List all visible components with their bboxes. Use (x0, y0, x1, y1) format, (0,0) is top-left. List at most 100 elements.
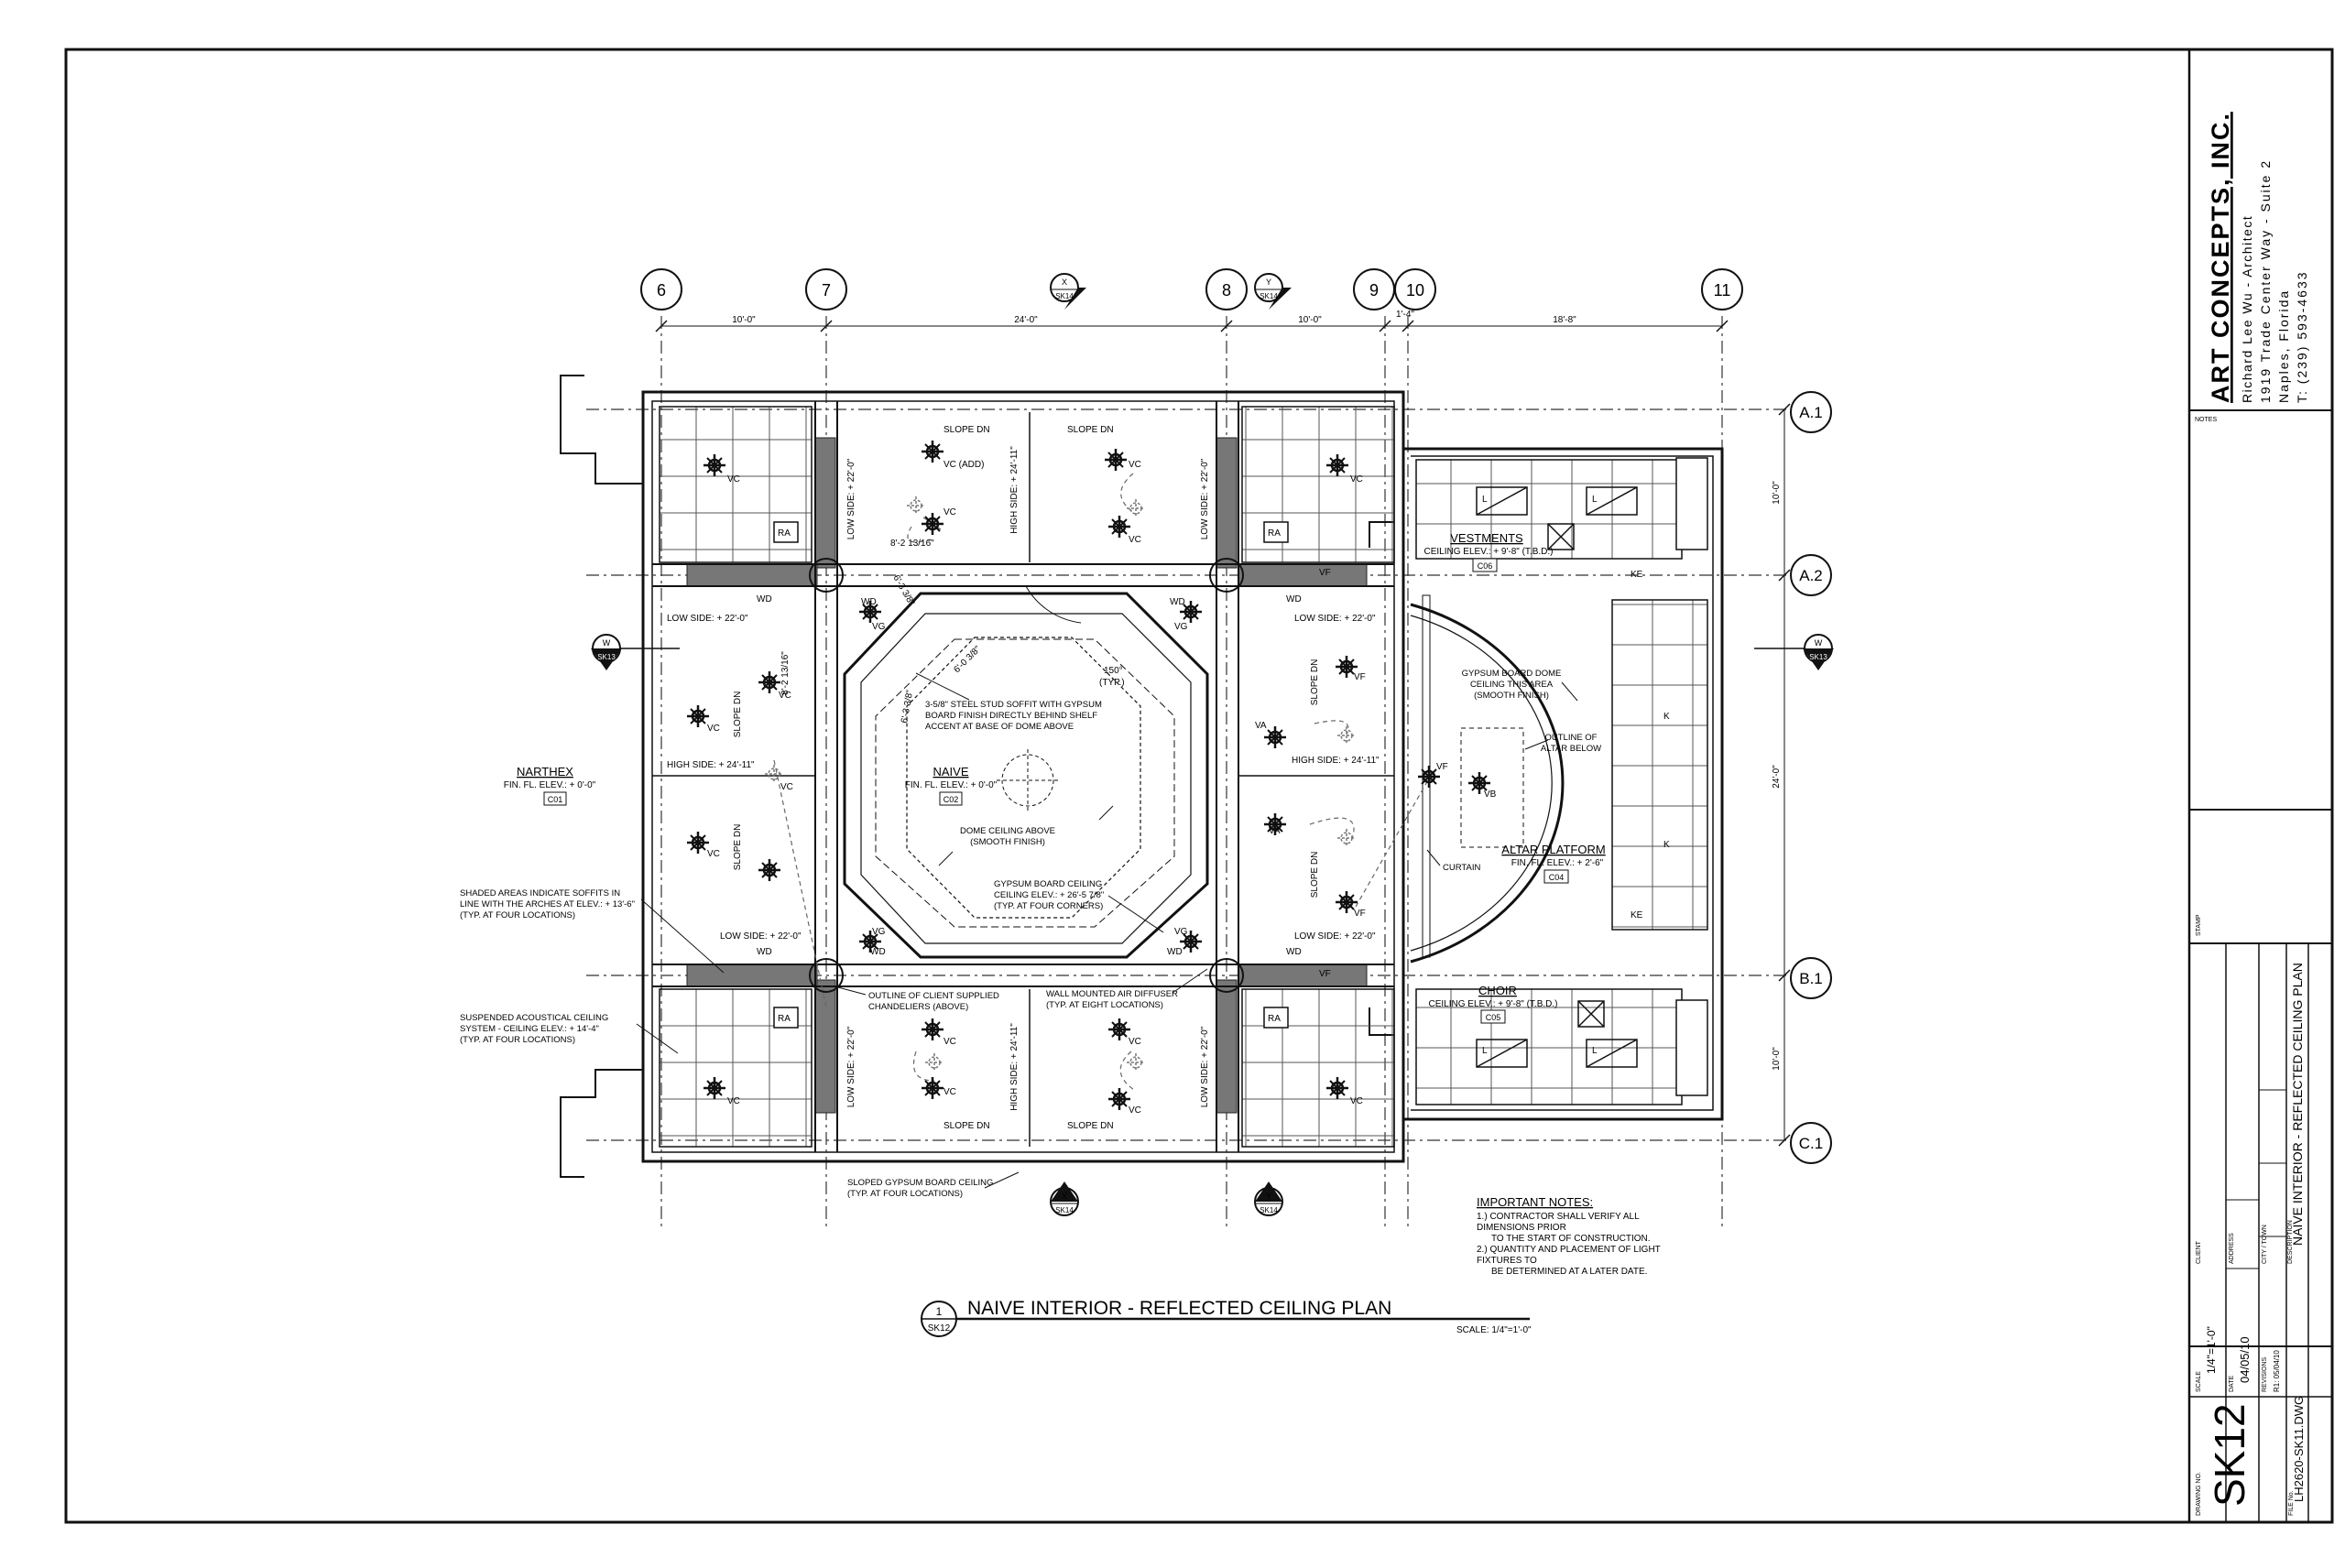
svg-text:C01: C01 (548, 795, 563, 804)
vc-label: VC (727, 1096, 740, 1106)
svg-text:A.2: A.2 (1799, 567, 1823, 584)
vc-label: VC (1350, 474, 1363, 485)
svg-text:A.1: A.1 (1799, 404, 1823, 421)
l-label: L (1482, 1046, 1488, 1056)
drawing-sheet-ref: SK12 (928, 1323, 951, 1334)
right-dimension-string: 10'-0" 24'-0" 10'-0" (1772, 403, 1791, 1147)
sloped-ceiling-panels (652, 412, 1394, 1147)
svg-text:Y: Y (1266, 1192, 1271, 1201)
svg-text:W: W (1815, 638, 1823, 648)
ra-label: RA (778, 1014, 791, 1024)
svg-text:SLOPED GYPSUM BOARD CEILING: SLOPED GYPSUM BOARD CEILING (847, 1178, 993, 1188)
svg-text:ALTAR PLATFORM: ALTAR PLATFORM (1501, 843, 1605, 856)
notes-label: NOTES (2195, 417, 2217, 423)
drawing-scale: SCALE: 1/4"=1'-0" (1456, 1325, 1532, 1335)
room-altar-platform: ALTAR PLATFORM FIN. FL. ELEV.: + 2'-6" C… (1501, 843, 1606, 884)
svg-text:10'-0": 10'-0" (1772, 481, 1782, 505)
typ-label: (TYP.) (1099, 678, 1125, 688)
vg-label: VG (1174, 927, 1188, 937)
beams-and-columns (652, 401, 1394, 1152)
wd-label: WD (757, 594, 772, 604)
sheet-border (64, 48, 2334, 1524)
svg-text:2.) QUANTITY AND PLACEMENT OF: 2.) QUANTITY AND PLACEMENT OF LIGHT (1477, 1245, 1661, 1255)
svg-text:SYSTEM - CEILING ELEV.: + 14'-: SYSTEM - CEILING ELEV.: + 14'-4" (460, 1024, 599, 1034)
l-label: L (1592, 1046, 1598, 1056)
vf-label: VF (1436, 762, 1448, 772)
svg-text:10'-0": 10'-0" (1298, 315, 1322, 325)
low-side-label: LOW SIDE: + 22'-0" (846, 458, 856, 539)
room-vestments: VESTMENTS CEILING ELEV.: + 9'-8" (T.B.D.… (1424, 531, 1553, 572)
wd-label: WD (870, 947, 886, 957)
low-side-label: LOW SIDE: + 22'-0" (1200, 1026, 1210, 1107)
svg-text:DOME CEILING ABOVE: DOME CEILING ABOVE (960, 826, 1055, 836)
slope-dn-label: SLOPE DN (943, 1121, 990, 1131)
title-block (2187, 49, 2332, 1522)
l-label: L (1482, 495, 1488, 505)
sheet-date: 04/05/10 (2238, 1336, 2252, 1383)
svg-text:C06: C06 (1478, 561, 1493, 571)
wd-label: WD (1286, 594, 1302, 604)
svg-text:SK14: SK14 (1055, 1206, 1074, 1214)
room-labels: NARTHEX FIN. FL. ELEV.: + 0'-0" C01 NAIV… (504, 531, 1606, 1024)
slope-dn-label: SLOPE DN (1067, 1121, 1114, 1131)
vg-label: VG (872, 622, 886, 632)
svg-text:W: W (603, 638, 611, 648)
svg-text:C05: C05 (1486, 1013, 1501, 1022)
wd-label: WD (1286, 947, 1302, 957)
return-air-grilles (773, 521, 1289, 1029)
drawing-no-label: DRAWING NO. (2196, 1472, 2202, 1516)
dim-label: 6'-0 3/8" (952, 644, 983, 675)
svg-text:9: 9 (1369, 281, 1379, 299)
section-marker-y-bottom: Y SK14 (1254, 1181, 1283, 1216)
firm-architect: Richard Lee Wu - Architect (2240, 215, 2254, 403)
low-side-label: LOW SIDE: + 22'-0" (1294, 614, 1376, 624)
svg-text:C02: C02 (943, 795, 959, 804)
grid-bubble-b1: B.1 (1790, 957, 1832, 999)
va-label: VA (1269, 826, 1281, 836)
svg-text:SK14: SK14 (1260, 292, 1278, 300)
slope-labels: SLOPE DN SLOPE DN SLOPE DN SLOPE DN LOW … (667, 425, 1380, 1131)
svg-text:NARTHEX: NARTHEX (517, 765, 573, 779)
ra-label: RA (1268, 528, 1281, 539)
svg-text:OUTLINE OF CLIENT SUPPLIED: OUTLINE OF CLIENT SUPPLIED (868, 991, 999, 1001)
revisions-label: REVISIONS (2262, 1357, 2268, 1392)
low-side-label: LOW SIDE: + 22'-0" (1200, 458, 1210, 539)
vg-label: VG (1174, 622, 1188, 632)
slope-dn-label: SLOPE DN (733, 691, 743, 738)
svg-text:SK13: SK13 (597, 653, 616, 661)
file-no: LH2620-SK11.DWG (2292, 1396, 2306, 1502)
vc-label: VC (1350, 1096, 1363, 1106)
svg-text:(TYP. AT EIGHT LOCATIONS): (TYP. AT EIGHT LOCATIONS) (1046, 1000, 1163, 1010)
svg-text:3-5/8" STEEL STUD SOFFIT WITH: 3-5/8" STEEL STUD SOFFIT WITH GYPSUM (925, 700, 1102, 710)
dim-label: 6'-3 3/8" (900, 689, 915, 724)
svg-text:FIN. FL. ELEV.: + 0'-0": FIN. FL. ELEV.: + 0'-0" (905, 780, 998, 790)
section-marker-x-bottom: X SK14 (1050, 1181, 1079, 1216)
svg-text:SK14: SK14 (1055, 292, 1074, 300)
svg-text:24'-0": 24'-0" (1772, 765, 1782, 789)
vc-label: VC (943, 1037, 956, 1047)
ra-label: RA (778, 528, 791, 539)
vestments-choir-fixtures (1476, 486, 1638, 1068)
vf-label: VF (1354, 909, 1366, 919)
vc-label: VC (727, 474, 740, 485)
svg-text:(TYP. AT FOUR LOCATIONS): (TYP. AT FOUR LOCATIONS) (847, 1189, 963, 1199)
svg-text:SUSPENDED ACOUSTICAL CEILING: SUSPENDED ACOUSTICAL CEILING (460, 1013, 608, 1023)
drawing-title: NAIVE INTERIOR - REFLECTED CEILING PLAN (967, 1298, 1391, 1319)
va-label: VA (1255, 721, 1267, 731)
svg-text:GYPSUM BOARD DOME: GYPSUM BOARD DOME (1462, 669, 1562, 679)
ra-label: RA (1268, 1014, 1281, 1024)
date-label: DATE (2229, 1376, 2235, 1392)
important-notes: IMPORTANT NOTES: 1.) CONTRACTOR SHALL VE… (1477, 1195, 1661, 1277)
grid-bubble-c1: C.1 (1790, 1122, 1832, 1164)
vc-label: VC (780, 782, 793, 792)
svg-text:BE DETERMINED AT A LATER DATE.: BE DETERMINED AT A LATER DATE. (1491, 1267, 1647, 1277)
svg-text:8: 8 (1222, 281, 1231, 299)
firm-address: 1919 Trade Center Way - Suite 2 (2258, 159, 2273, 403)
svg-text:24'-0": 24'-0" (1014, 315, 1038, 325)
svg-text:FIN. FL. ELEV.: + 0'-0": FIN. FL. ELEV.: + 0'-0" (504, 780, 596, 790)
vf-label: VF (1319, 568, 1331, 578)
stamp-label: STAMP (2196, 914, 2202, 936)
room-naive: NAIVE FIN. FL. ELEV.: + 0'-0" C02 (905, 765, 998, 806)
